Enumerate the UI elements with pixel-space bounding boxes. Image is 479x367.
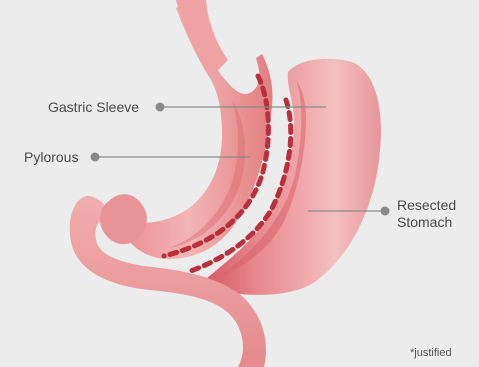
resected-dot [381,207,390,216]
pylorous-label: Pylorous [24,149,78,165]
gastric-sleeve-label: Gastric Sleeve [48,99,139,115]
footnote: *justified [410,347,452,359]
esophagus-shape [176,0,228,78]
pylorous-dot [91,153,100,162]
resected-stomach-label-line2: Stomach [397,214,452,230]
resected-stomach-label-line1: Resected [397,197,456,213]
gastric-sleeve-dot [156,103,165,112]
pylorus-bulge [100,194,147,244]
